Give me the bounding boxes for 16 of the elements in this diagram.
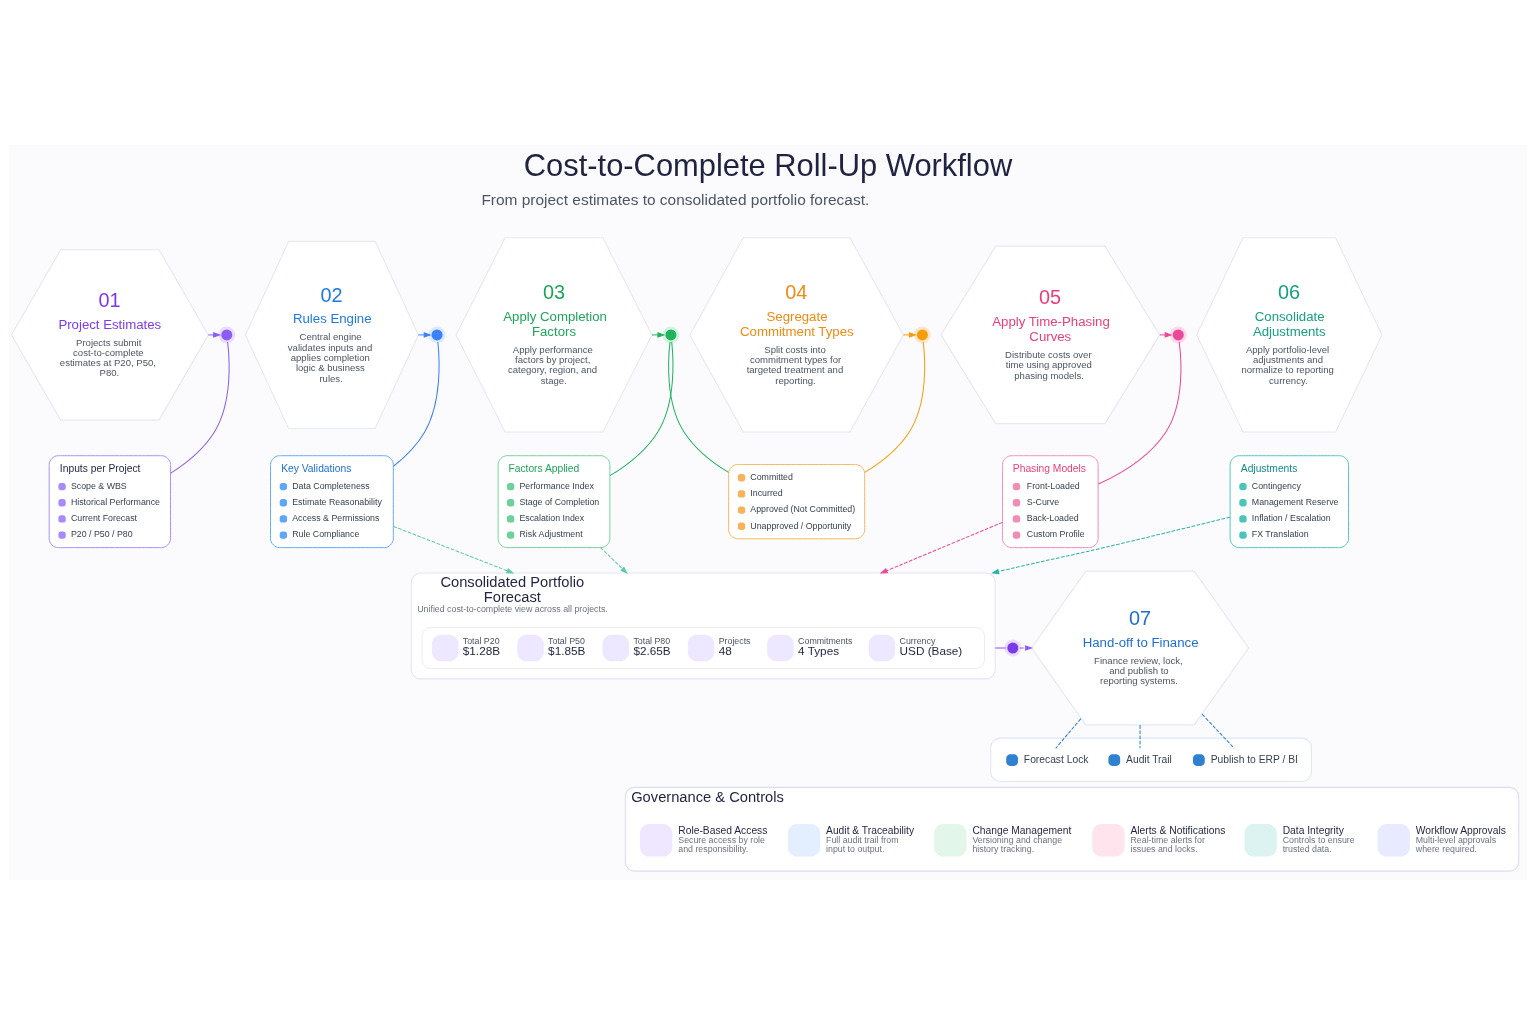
node-label: Alerts & Notifications <box>1130 824 1226 836</box>
node-label: Change Management <box>972 824 1072 836</box>
node-label: Publish to ERP / BI <box>1210 753 1298 765</box>
node-label: Forecast Lock <box>1023 753 1089 765</box>
node-label: Audit Trail <box>1126 753 1172 765</box>
label: From project estimates to consolidated portfolio forecast. <box>481 190 870 208</box>
node-label: Data Integrity <box>1282 824 1344 836</box>
node-label: Versioning and change history tracking. <box>972 834 1063 854</box>
node-label: Audit & Traceability <box>826 824 915 836</box>
diagram-title: Cost-to-Complete Roll-Up Workflow <box>523 147 1013 183</box>
node-label: Real-time alerts for issues and locks. <box>1130 834 1205 854</box>
node-label: Full audit trail from input to output. <box>826 834 899 854</box>
node-label: Role-Based Access <box>678 824 768 836</box>
node-label: Secure access by role and responsibility. <box>678 834 765 854</box>
node-label: Workflow Approvals <box>1415 824 1506 836</box>
node-label: Multi-level approvals where required. <box>1415 834 1497 854</box>
